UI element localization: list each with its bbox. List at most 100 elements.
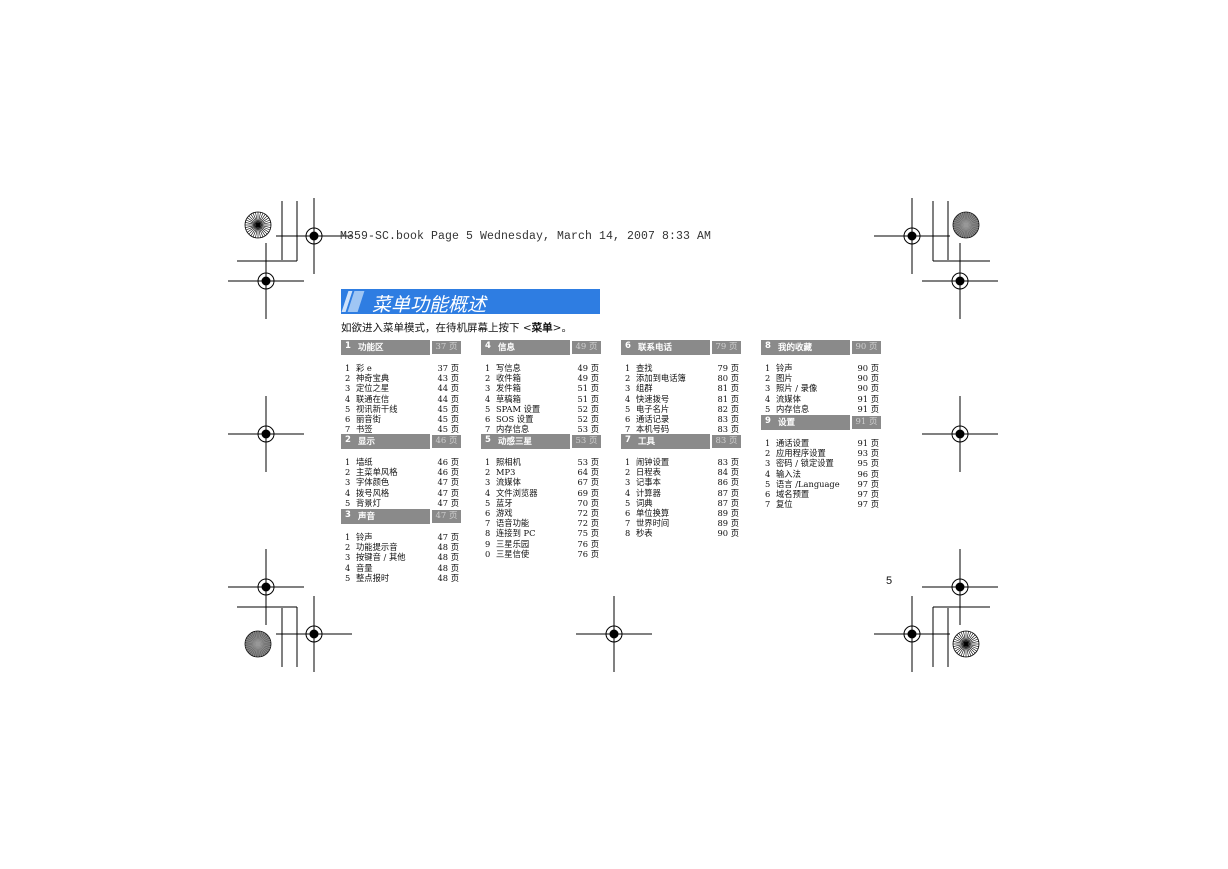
item-label: 草稿箱 [496,393,521,404]
section-number: 1 [345,341,351,351]
item-number: 3 [625,383,631,394]
item-label: SOS 设置 [496,413,534,424]
item-label: 书签 [356,424,373,435]
item-page: 72 页 [577,507,600,518]
registration-mark [874,198,950,274]
item-page: 91 页 [857,393,880,404]
item-number: 6 [625,413,631,424]
item-number: 1 [345,363,351,373]
item-number: 4 [625,487,631,498]
section-number: 4 [485,341,491,351]
item-label: 域名预置 [776,488,810,499]
item-label: 视讯新干线 [356,403,398,414]
registration-mark [874,596,950,672]
item-number: 4 [765,393,771,404]
item-number: 7 [625,518,631,529]
item-label: 照片 / 录像 [776,383,818,394]
item-label: 发件箱 [496,383,521,394]
item-number: 3 [765,383,771,394]
item-number: 6 [485,507,491,518]
item-number: 6 [625,507,631,518]
item-label: 查找 [636,363,653,373]
item-label: 铃声 [356,532,373,542]
registration-mark [228,396,304,472]
item-page: 87 页 [717,497,740,508]
section-page-box: 47 页 [430,509,462,524]
item-label: 三星乐园 [496,538,530,549]
color-target [952,211,980,239]
item-number: 7 [765,499,771,510]
section-page-box: 90 页 [850,340,882,355]
item-number: 5 [485,403,491,414]
item-label: 游戏 [496,507,513,518]
item-label: 内存信息 [496,424,530,435]
section-page-box: 37 页 [430,340,462,355]
section-page: 79 页 [712,341,741,354]
item-number: 4 [485,487,491,498]
item-number: 1 [765,363,771,373]
item-page: 47 页 [437,532,460,542]
item-label: 通话设置 [776,438,810,448]
item-page: 45 页 [437,403,460,414]
item-page: 48 页 [437,572,460,583]
item-number: 4 [345,562,351,573]
item-number: 3 [345,383,351,394]
item-number: 3 [485,383,491,394]
item-number: 6 [765,488,771,499]
item-page: 44 页 [437,393,460,404]
item-label: 墙纸 [356,457,373,467]
item-number: 4 [345,487,351,498]
section-name: 功能区 [358,343,384,353]
item-number: 4 [625,393,631,404]
item-label: 内存信息 [776,403,810,414]
item-page: 53 页 [577,457,600,467]
item-number: 6 [485,413,491,424]
section-name: 显示 [358,437,376,447]
item-label: 秒表 [636,528,653,539]
color-target [952,630,980,658]
section-page: 37 页 [432,341,461,354]
item-page: 95 页 [857,458,880,469]
item-label: 彩 e [356,363,372,373]
item-label: 本机号码 [636,424,670,435]
section-number: 3 [345,510,351,520]
item-number: 5 [765,403,771,414]
registration-mark [922,243,998,319]
item-label: 输入法 [776,468,801,479]
item-label: 文件浏览器 [496,487,538,498]
item-page: 90 页 [857,373,880,384]
item-page: 52 页 [577,413,600,424]
item-page: 81 页 [717,383,740,394]
registration-mark [922,396,998,472]
item-number: 5 [485,497,491,508]
item-number: 8 [485,528,491,539]
item-number: 3 [345,477,351,488]
